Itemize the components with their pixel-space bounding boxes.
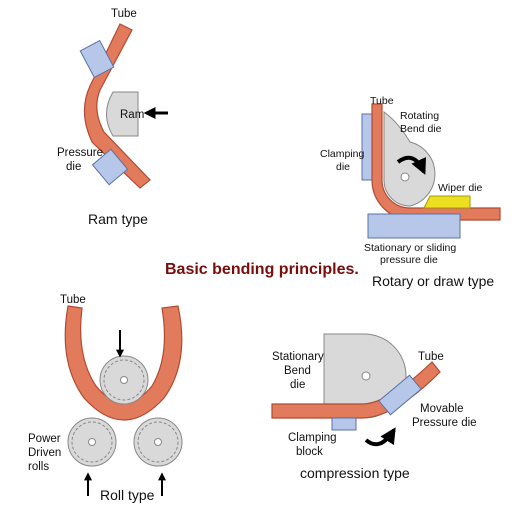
roll-type-diagram: Tube Power Driven rolls Roll type <box>28 294 183 503</box>
ram-pressure-die <box>91 148 129 186</box>
rotary-clamping-label-1: Clamping <box>320 148 365 160</box>
compression-die-pin <box>361 371 371 381</box>
roll-power-label-2: Driven <box>28 447 61 459</box>
ram-caption: Ram type <box>88 211 148 227</box>
roll-power-label-1: Power <box>28 433 61 445</box>
rotary-rotation-arrow-icon <box>396 155 426 175</box>
roll-tube-label: Tube <box>60 294 86 306</box>
compression-stationary-label-3: die <box>290 379 305 391</box>
rotary-caption: Rotary or draw type <box>372 273 494 289</box>
rotary-rotating-label-1: Rotating <box>400 110 439 122</box>
rotary-die-pin <box>400 172 410 182</box>
roll-caption: Roll type <box>100 487 155 503</box>
rotary-pressure-die <box>367 213 461 239</box>
ram-label: Ram <box>120 109 144 121</box>
rotary-tube-label: Tube <box>370 95 394 107</box>
roll-tube <box>64 305 183 421</box>
rotary-clamping-label-2: die <box>336 161 350 173</box>
roll-power-label-3: rolls <box>28 461 49 473</box>
roll-left-pin <box>88 438 96 446</box>
compression-type-diagram: Stationary Bend die Tube Movable Pressur… <box>271 333 477 481</box>
diagram-title: Basic bending principles. <box>165 261 359 278</box>
compression-clamping-label-1: Clamping <box>288 432 337 444</box>
compression-clamping-block <box>331 417 357 431</box>
ram-die <box>106 91 139 137</box>
rotary-stationary-label-1: Stationary or sliding <box>364 242 456 254</box>
roll-right-pin <box>154 438 162 446</box>
roll-top-ring <box>103 359 145 401</box>
ram-upper-die <box>79 39 115 79</box>
compression-stationary-label-2: Bend <box>284 365 311 377</box>
rotary-wiper-label: Wiper die <box>438 182 483 194</box>
compression-stationary-label-1: Stationary <box>272 351 324 363</box>
compression-caption: compression type <box>300 465 410 481</box>
rotary-stationary-label-2: pressure die <box>380 254 438 266</box>
rotary-rotating-label-2: Bend die <box>400 123 442 135</box>
compression-rotation-arrow-icon <box>364 427 396 447</box>
roll-left-ring <box>71 421 113 463</box>
rotary-wiper-die <box>423 195 471 209</box>
ram-pressure-label-1: Pressure <box>57 147 103 159</box>
compression-clamping-label-2: block <box>296 446 323 458</box>
rotary-tube <box>371 103 501 221</box>
ram-tube-label: Tube <box>111 8 137 20</box>
ram-pressure-label-2: die <box>66 161 81 173</box>
compression-movable-label-2: Pressure die <box>412 417 477 429</box>
rotary-type-diagram: Tube Rotating Bend die Clamping die Wipe… <box>320 95 501 289</box>
roll-right-ring <box>137 421 179 463</box>
compression-movable-label-1: Movable <box>420 403 463 415</box>
ram-type-diagram: Tube Ram Pressure die Ram type <box>57 8 168 227</box>
roll-top-pin <box>120 376 128 384</box>
compression-tube-label: Tube <box>418 351 444 363</box>
compression-movable-die <box>378 374 422 416</box>
